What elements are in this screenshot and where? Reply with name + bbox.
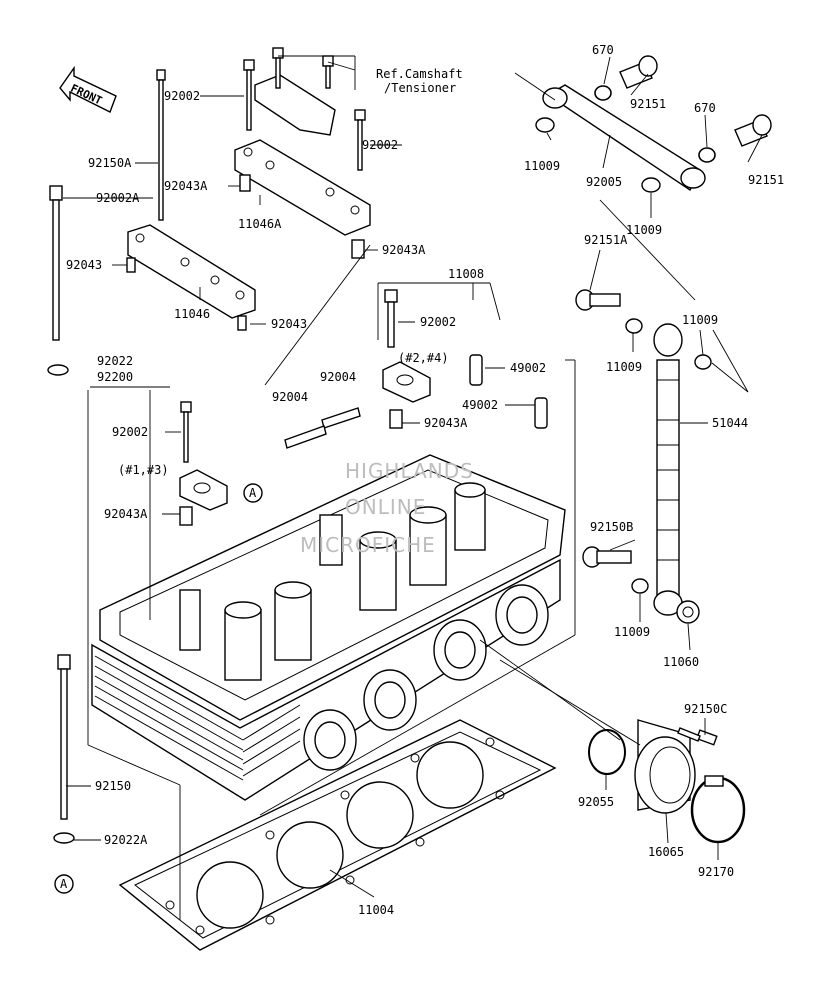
ref-A-top-label: A (249, 486, 257, 500)
label-92043-a: 92043 (66, 258, 102, 272)
banjo-bolt-92151A (575, 289, 621, 311)
watermark-line-2: ONLINE (345, 495, 426, 519)
label-92151A: 92151A (584, 233, 628, 247)
long-bolt-92150 (57, 654, 71, 820)
washer-11009-e (631, 578, 649, 594)
label-92004-a: 92004 (320, 370, 356, 384)
intake-ports (303, 584, 549, 771)
label-11009-b: 11009 (626, 223, 662, 237)
intake-holder-16065 (634, 719, 696, 814)
label-13: (#1,#3) (118, 463, 169, 477)
ref-A-bottom-label: A (60, 877, 68, 891)
oring-670-a (594, 85, 612, 101)
label-92002A: 92002A (96, 191, 140, 205)
dowel-pins (126, 174, 403, 526)
label-92043A-a: 92043A (164, 179, 208, 193)
washer-11009-a (535, 117, 555, 133)
washer-92022A (53, 832, 75, 844)
watermark: HIGHLANDS ONLINE MICROFICHE (300, 459, 474, 557)
label-92002-d: 92002 (112, 425, 148, 439)
label-92150B: 92150B (590, 520, 633, 534)
label-92151-b: 92151 (748, 173, 784, 187)
ref-tensioner-label: /Tensioner (384, 81, 456, 95)
long-bolt-92002A (49, 185, 63, 341)
label-11046A: 11046A (238, 217, 282, 231)
collar-11060 (676, 600, 700, 624)
oring-92055 (588, 729, 626, 775)
valve-towers (179, 482, 486, 681)
label-92150A: 92150A (88, 156, 132, 170)
tensioner-bracket (254, 74, 336, 136)
label-11009-d: 11009 (606, 360, 642, 374)
label-51044: 51044 (712, 416, 748, 430)
hose-51044 (653, 323, 683, 616)
cooling-fins (94, 655, 301, 781)
label-11046: 11046 (174, 307, 210, 321)
pipe-92005 (542, 84, 706, 192)
label-92150C: 92150C (684, 702, 727, 716)
label-92002-c: 92002 (420, 315, 456, 329)
label-92004-b: 92004 (272, 390, 308, 404)
washer-11009-b (641, 177, 661, 193)
label-92043A-b: 92043A (382, 243, 426, 257)
label-670-a: 670 (592, 43, 614, 57)
label-11009-e: 11009 (614, 625, 650, 639)
label-92200: 92200 (97, 370, 133, 384)
watermark-line-1: HIGHLANDS (345, 459, 474, 483)
watermark-line-3: MICROFICHE (300, 533, 436, 557)
front-arrow: FRONT (59, 65, 117, 113)
label-11004: 11004 (358, 903, 394, 917)
fittings-49002 (469, 354, 548, 429)
leader-lines (63, 55, 763, 920)
studs-92004 (284, 407, 361, 449)
label-92022A: 92022A (104, 833, 148, 847)
washer-11009-d (694, 354, 712, 370)
label-92151-a: 92151 (630, 97, 666, 111)
washer-11009-c (625, 318, 643, 334)
label-92055: 92055 (578, 795, 614, 809)
washer-92022 (47, 364, 69, 376)
ref-A-bottom: A (54, 874, 74, 894)
ref-A-top: A (243, 483, 263, 503)
label-92043A-d: 92043A (104, 507, 148, 521)
cam-holder-11046 (127, 224, 256, 319)
label-92150: 92150 (95, 779, 131, 793)
label-92043A-c: 92043A (424, 416, 468, 430)
label-24: (#2,#4) (398, 351, 449, 365)
label-670-b: 670 (694, 101, 716, 115)
label-92043-b: 92043 (271, 317, 307, 331)
bolts-top (180, 47, 398, 463)
bolt-92150C (677, 727, 718, 746)
cap-24 (382, 361, 431, 403)
banjo-bolt-92150B (582, 546, 632, 568)
cylinder-head (91, 454, 566, 801)
label-16065: 16065 (648, 845, 684, 859)
cam-holder-11046A (234, 139, 371, 236)
banjo-bolts-92151 (619, 55, 772, 147)
oring-670-b (698, 147, 716, 163)
clamp-92170 (690, 775, 746, 844)
ref-camshaft-label: Ref.Camshaft (376, 67, 463, 81)
label-92002-a: 92002 (164, 89, 200, 103)
cap-13 (179, 469, 228, 511)
label-11009-c: 11009 (682, 313, 718, 327)
label-49002-b: 49002 (462, 398, 498, 412)
label-92002-b: 92002 (362, 138, 398, 152)
label-11009-a: 11009 (524, 159, 560, 173)
head-gasket (118, 719, 557, 951)
label-49002-a: 49002 (510, 361, 546, 375)
label-92022: 92022 (97, 354, 133, 368)
part-labels: Ref.Camshaft /Tensioner 92002 92002 9215… (66, 43, 784, 917)
label-11008: 11008 (448, 267, 484, 281)
label-92170: 92170 (698, 865, 734, 879)
label-92005: 92005 (586, 175, 622, 189)
long-bolt-92150A (156, 69, 166, 221)
label-11060: 11060 (663, 655, 699, 669)
